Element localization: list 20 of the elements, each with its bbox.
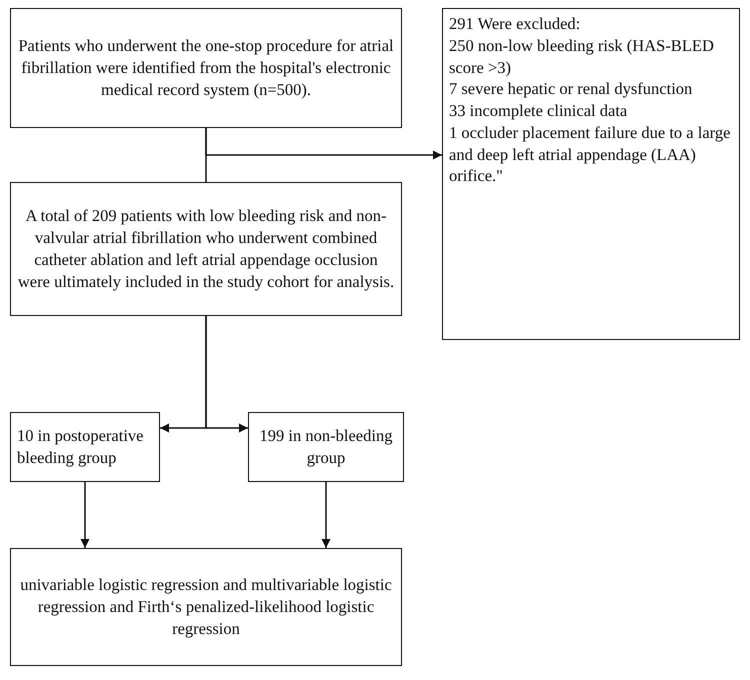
arrow <box>322 482 330 548</box>
box-text: 1 occluder placement failure due to a large and deep left atrial appendage (LAA) orifice." <box>449 122 732 188</box>
box-text: 199 in non-bleeding group <box>258 425 394 469</box>
process-box <box>442 8 740 340</box>
box-text: 33 incomplete clinical data <box>449 100 628 122</box>
box-text: univariable logistic regression and multivariable logistic regression and Firth‘s penalized-likelihood logistic regression <box>19 574 393 640</box>
box-text: A total of 209 patients with low bleeding risk and non-valvular atrial fibrillation who underwent combined catheter ablation and left atrial appendage occlusion were ultimately included in the study cohort for analysis. <box>17 205 395 293</box>
arrow <box>205 128 442 160</box>
process-box <box>10 412 160 482</box>
process-box <box>10 8 402 128</box>
arrow <box>80 482 90 548</box>
process-box <box>248 412 404 482</box>
process-box <box>10 182 402 316</box>
box-text: 7 severe hepatic or renal dysfunction <box>449 78 694 100</box>
process-box <box>10 548 402 666</box>
box-text: Patients who underwent the one-stop procedure for atrial fibrillation were identified from the hospital's electronic medical record system (n=500). <box>17 35 395 101</box>
box-text: 10 in postoperative bleeding group <box>17 425 144 469</box>
box-text: 291 Were excluded: <box>449 13 582 35</box>
arrow <box>205 316 248 432</box>
box-text: 250 non-low bleeding risk (HAS-BLED score >3) <box>449 34 715 78</box>
